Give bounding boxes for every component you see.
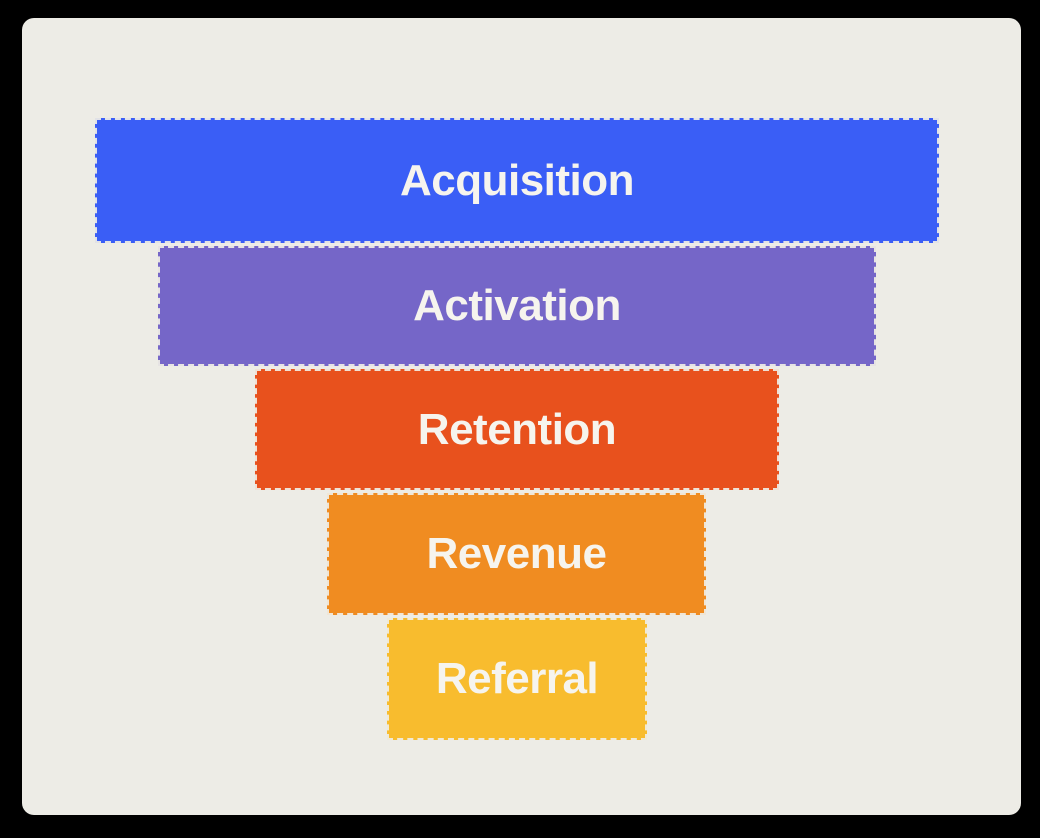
funnel-stage-acquisition[interactable]: Acquisition bbox=[95, 118, 939, 243]
funnel-stage-label: Referral bbox=[435, 654, 599, 703]
funnel-stage-label: Retention bbox=[417, 404, 617, 454]
funnel-stage-revenue[interactable]: Revenue bbox=[327, 493, 706, 615]
funnel-stage-referral[interactable]: Referral bbox=[387, 618, 647, 740]
funnel-stage-label: Revenue bbox=[426, 529, 607, 578]
funnel-stage-label: Activation bbox=[413, 281, 621, 330]
funnel-stage-retention[interactable]: Retention bbox=[255, 369, 779, 490]
funnel-stage-label: Acquisition bbox=[399, 155, 635, 205]
funnel-stage-activation[interactable]: Activation bbox=[158, 246, 876, 366]
